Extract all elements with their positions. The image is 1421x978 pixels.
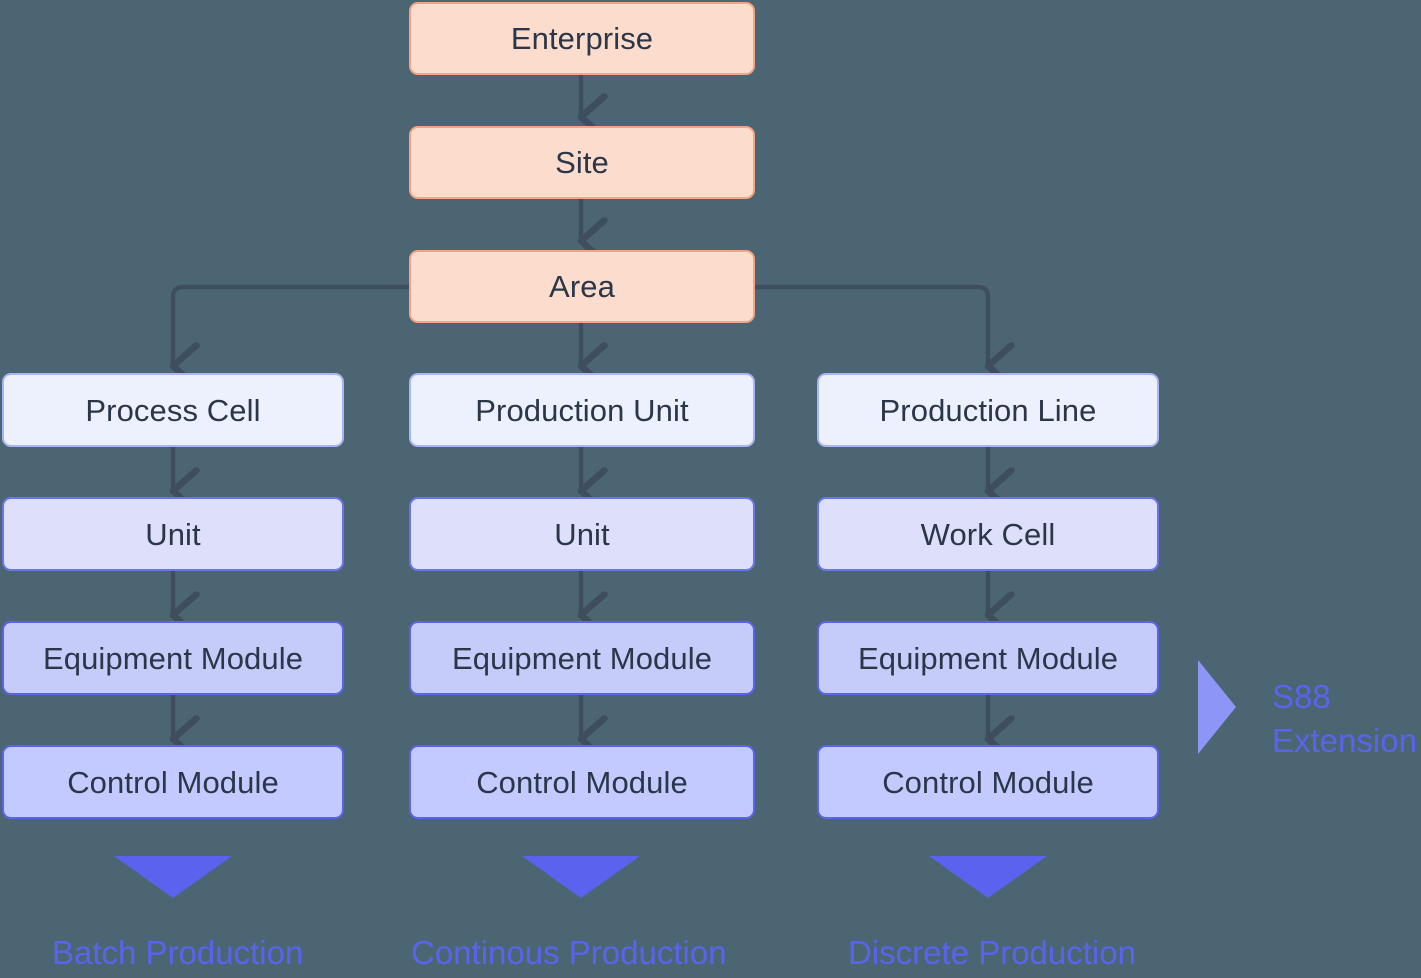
node-unit-continuous[interactable]: Unit bbox=[409, 497, 755, 571]
node-area[interactable]: Area bbox=[409, 250, 755, 323]
node-enterprise[interactable]: Enterprise bbox=[409, 2, 755, 75]
node-control-module-batch[interactable]: Control Module bbox=[2, 745, 344, 819]
node-production-unit[interactable]: Production Unit bbox=[409, 373, 755, 447]
s88-extension-line1: S88 bbox=[1272, 678, 1331, 715]
edge-area-process-cell bbox=[173, 284, 412, 366]
node-work-cell[interactable]: Work Cell bbox=[817, 497, 1159, 571]
outcome-arrow-continuous-icon bbox=[522, 856, 640, 898]
node-unit-batch[interactable]: Unit bbox=[2, 497, 344, 571]
outcome-label-batch: Batch Production bbox=[52, 934, 304, 971]
outcome-arrow-discrete-icon bbox=[929, 856, 1047, 898]
node-process-cell[interactable]: Process Cell bbox=[2, 373, 344, 447]
s88-extension-arrow-icon bbox=[1198, 660, 1236, 754]
node-site[interactable]: Site bbox=[409, 126, 755, 199]
node-equipment-module-continuous[interactable]: Equipment Module bbox=[409, 621, 755, 695]
outcome-arrow-batch-icon bbox=[114, 856, 232, 898]
node-equipment-module-batch[interactable]: Equipment Module bbox=[2, 621, 344, 695]
outcome-label-discrete: Discrete Production bbox=[848, 934, 1136, 971]
node-production-line[interactable]: Production Line bbox=[817, 373, 1159, 447]
edge-area-production-line bbox=[751, 284, 988, 366]
node-control-module-continuous[interactable]: Control Module bbox=[409, 745, 755, 819]
node-equipment-module-discrete[interactable]: Equipment Module bbox=[817, 621, 1159, 695]
outcome-label-continuous: Continous Production bbox=[411, 934, 727, 971]
node-control-module-discrete[interactable]: Control Module bbox=[817, 745, 1159, 819]
s88-extension-label: S88 Extension bbox=[1272, 675, 1417, 762]
s88-extension-line2: Extension bbox=[1272, 721, 1417, 759]
